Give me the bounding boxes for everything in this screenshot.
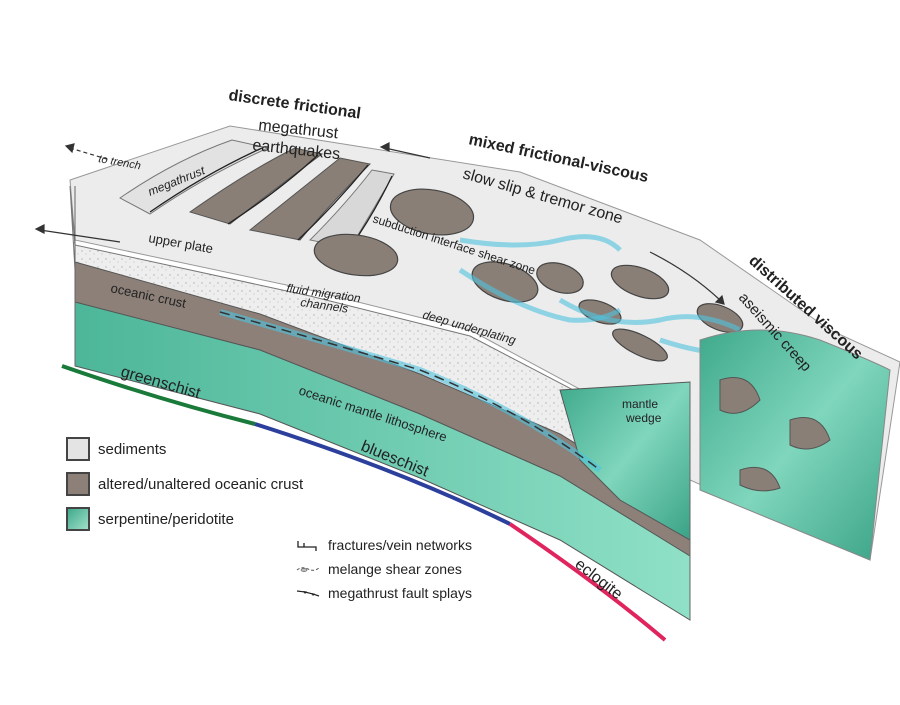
legend-units: sediments altered/unaltered oceanic crus…	[66, 436, 366, 541]
legend-item-fractures: fractures/vein networks	[296, 534, 546, 556]
swirl-lenses	[719, 377, 831, 492]
legend-label: sediments	[98, 440, 167, 458]
regime-arrow-mixed	[379, 142, 431, 159]
legend-item-fault-splays: megathrust fault splays	[296, 582, 546, 604]
to-trench-arrow	[64, 143, 111, 161]
regime-discrete-label: discrete frictional	[227, 87, 361, 122]
fault-splay-icon	[296, 590, 320, 597]
mantle-wedge	[559, 381, 691, 541]
oceanic-crust-swatch	[66, 472, 90, 496]
interface-dashes	[219, 311, 601, 471]
fracture-icon	[297, 541, 317, 551]
sediments-swatch	[66, 437, 90, 461]
legend-label: serpentine/peridotite	[98, 510, 234, 528]
megathrust-lenses	[119, 139, 395, 249]
facies-eclogite-curve	[508, 522, 667, 642]
facies-blueschist-curve	[254, 422, 511, 526]
legend-item-melange: melange shear zones	[296, 558, 546, 580]
legend-label: melange shear zones	[328, 561, 462, 577]
legend-structures: fractures/vein networks melange shear zo…	[296, 534, 546, 606]
regime-arrow-distributed	[649, 251, 725, 305]
legend-label: altered/unaltered oceanic crust	[98, 475, 304, 493]
mantle-wedge-line2: wedge	[625, 411, 662, 425]
legend-item-oceanic-crust: altered/unaltered oceanic crust	[66, 471, 366, 497]
legend-item-serpentine: serpentine/peridotite	[66, 506, 366, 532]
melange-icon	[296, 567, 320, 572]
upper-plate-arrow	[34, 224, 121, 243]
fluid-migration-line2: channels	[300, 295, 350, 316]
serpentine-swatch	[66, 507, 90, 531]
mantle-wedge-line1: mantle	[622, 397, 658, 411]
legend-item-sediments: sediments	[66, 436, 366, 462]
facies-greenschist-curve	[61, 364, 256, 426]
legend-label: fractures/vein networks	[328, 537, 472, 553]
legend-label: megathrust fault splays	[328, 585, 472, 601]
